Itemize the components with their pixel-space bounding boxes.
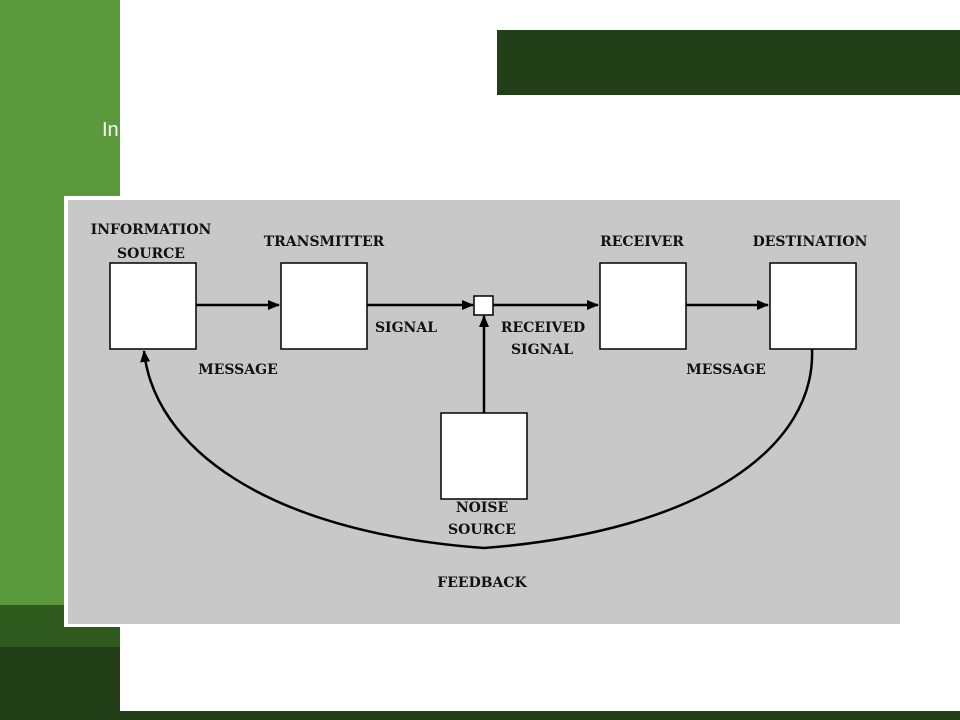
message-in-label: MESSAGE [686,362,766,378]
noise-source-box [440,412,528,500]
noise-source-label-1: NOISE [456,500,508,516]
destination-label: DESTINATION [753,234,868,250]
feedback-label: FEEDBACK [437,575,527,591]
transmitter-box [280,262,368,350]
noise-source-label-2: SOURCE [448,522,516,538]
feedback-arrow [140,348,814,550]
receiver-label: RECEIVER [600,234,684,250]
left-accent-bar-dark [0,647,120,720]
received-signal-label-2: SIGNAL [511,342,573,358]
noise-junction [473,295,494,316]
bottom-strip [120,711,960,720]
information-source-box [109,262,197,350]
received-signal-label-1: RECEIVED [501,320,585,336]
destination-box [769,262,857,350]
diagram-canvas: INFORMATION SOURCE TRANSMITTER RECEIVER … [68,200,900,624]
information-source-label-1: INFORMATION [91,222,212,238]
communication-diagram: INFORMATION SOURCE TRANSMITTER RECEIVER … [64,196,902,627]
slide-title: In [102,119,119,141]
transmitter-label: TRANSMITTER [264,234,385,250]
receiver-box [599,262,687,350]
information-source-label-2: SOURCE [117,246,185,262]
top-banner [497,30,960,95]
message-out-label: MESSAGE [198,362,278,378]
signal-label: SIGNAL [375,320,437,336]
